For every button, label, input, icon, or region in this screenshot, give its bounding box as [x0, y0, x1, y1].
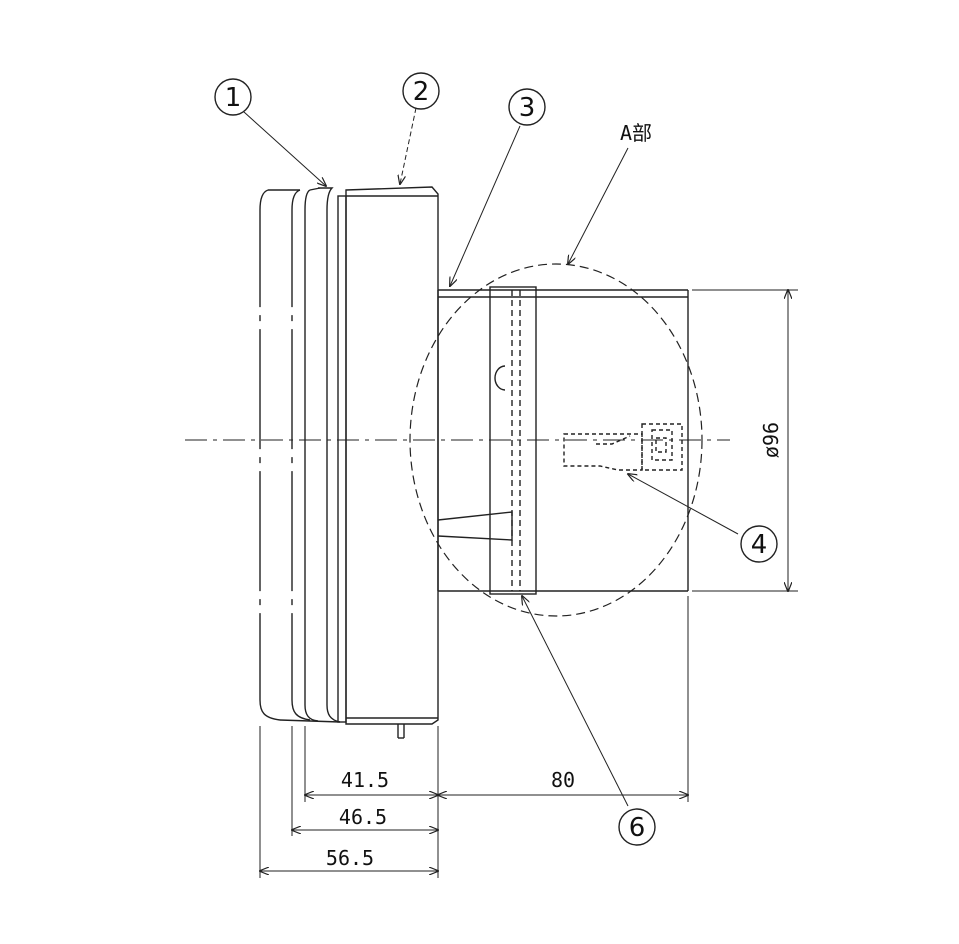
callout-1-circle — [214, 78, 252, 116]
section-a-label: A部 — [620, 121, 652, 145]
dim-46-5: 46.5 — [339, 805, 387, 829]
leader-1 — [243, 111, 326, 186]
callout-3-label: 3 — [519, 93, 536, 123]
callout-4-circle — [740, 525, 778, 563]
callout-2-label: 2 — [413, 77, 430, 107]
part-4-latch — [563, 423, 683, 471]
callout-4-label: 4 — [751, 530, 768, 560]
dim-56-5: 56.5 — [326, 846, 374, 870]
part-3-duct — [437, 286, 689, 595]
dim-41-5: 41.5 — [341, 768, 389, 792]
callout-6-label: 6 — [629, 813, 646, 843]
part-1-grille — [259, 187, 341, 723]
callout-1-label: 1 — [225, 83, 242, 113]
leader-4 — [628, 474, 739, 535]
callout-6-circle — [618, 808, 656, 846]
dim-dia-96: ø96 — [759, 422, 783, 458]
leader-6 — [522, 596, 629, 807]
callout-2-circle — [402, 72, 440, 110]
dim-80: 80 — [551, 768, 575, 792]
section-a-ellipse — [409, 263, 703, 617]
part-2-body — [337, 186, 439, 739]
leader-a — [568, 147, 629, 264]
leader-2 — [400, 107, 417, 184]
extension-lines — [259, 289, 798, 878]
leader-3 — [450, 125, 521, 286]
callout-3-circle — [508, 88, 546, 126]
dimension-lines — [260, 290, 788, 871]
